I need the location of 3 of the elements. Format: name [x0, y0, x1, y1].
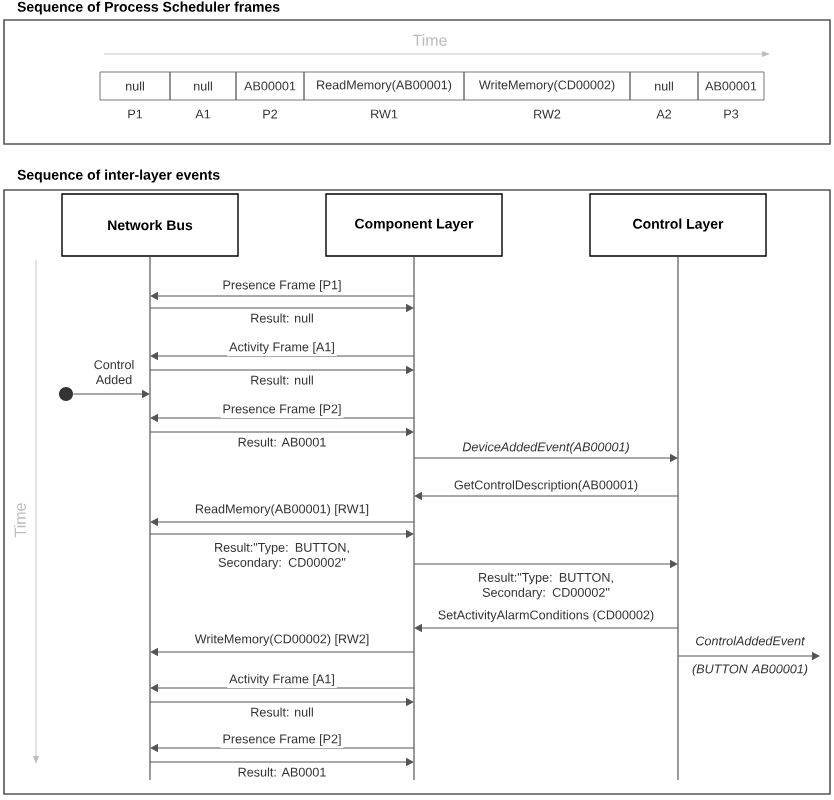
axis-label: Time — [14, 503, 26, 538]
axis-label: Time — [412, 34, 447, 46]
start-dot — [59, 387, 73, 401]
